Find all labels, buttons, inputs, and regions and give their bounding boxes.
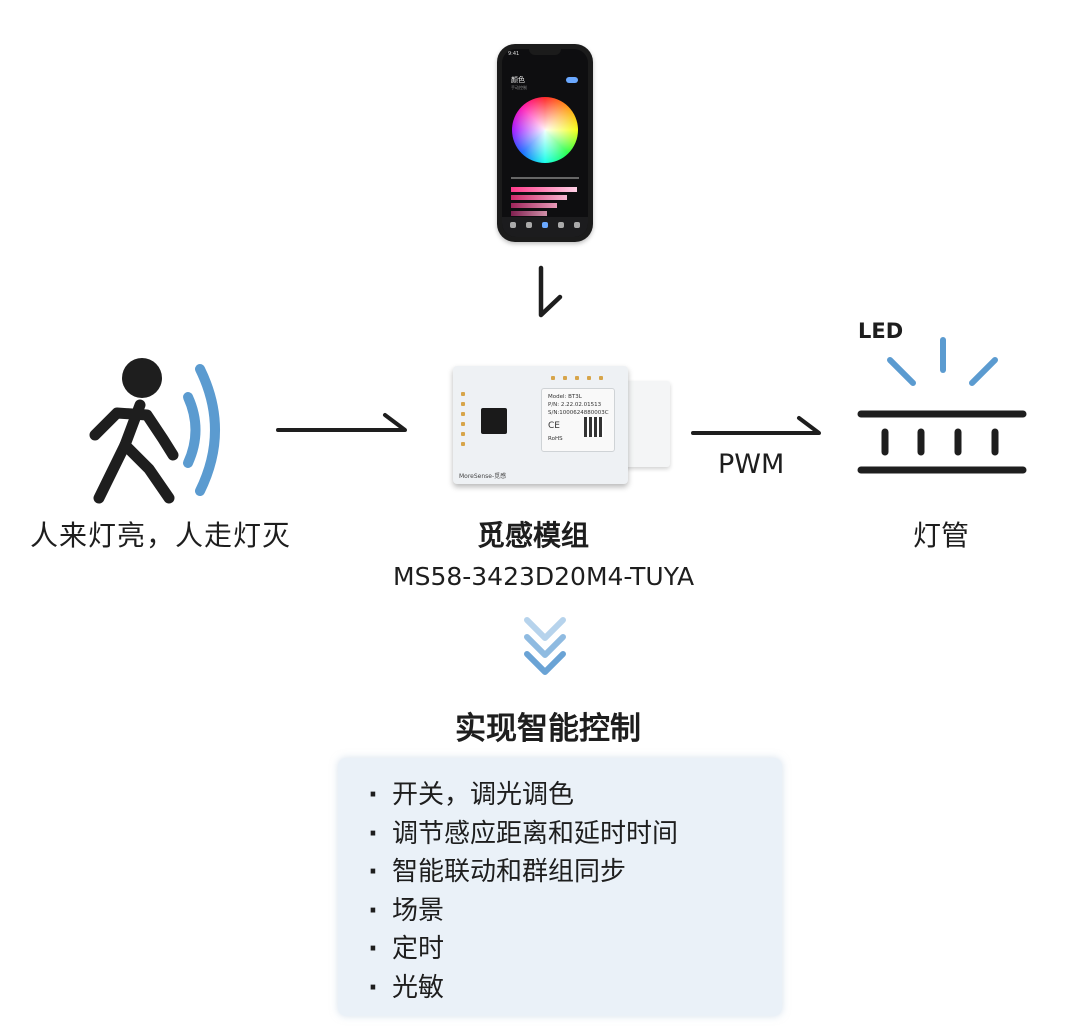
- phone-toggle: [566, 77, 578, 83]
- chevron-down-icon: [524, 617, 566, 675]
- walking-person-icon: [89, 358, 220, 504]
- module-model: MS58-3423D20M4-TUYA: [393, 562, 695, 591]
- lamp-tube-icon: [857, 337, 1027, 474]
- phone-screen-title: 颜色: [511, 76, 525, 84]
- swatch-row: [511, 195, 567, 200]
- module-shield: Model: BT3L P/N: 2.22.02.01513 S/N:10006…: [541, 388, 615, 452]
- tab-icon: [574, 222, 580, 228]
- pin: [461, 402, 465, 406]
- feature-item: 场景: [368, 892, 782, 931]
- pin: [587, 376, 591, 380]
- lamp-caption: 灯管: [913, 519, 970, 552]
- pin: [599, 376, 603, 380]
- pin: [461, 442, 465, 446]
- pwm-label: PWM: [718, 449, 785, 480]
- person-caption: 人来灯亮，人走灯灭: [30, 519, 292, 552]
- module-board: Model: BT3L P/N: 2.22.02.01513 S/N:10006…: [453, 366, 628, 484]
- phone-screen: 9:41 颜色 手动控制: [502, 49, 588, 237]
- module-title: 觅感模组: [477, 519, 590, 552]
- features-title: 实现智能控制: [455, 711, 641, 747]
- pin: [461, 422, 465, 426]
- smartphone-app: 9:41 颜色 手动控制: [497, 44, 593, 242]
- swatch-row: [511, 203, 557, 208]
- color-wheel: [512, 97, 578, 163]
- phone-tab-bar: [502, 217, 588, 237]
- feature-item: 调节感应距离和延时时间: [368, 815, 782, 854]
- module-chip: [481, 408, 507, 434]
- swatch-row: [511, 187, 577, 192]
- feature-item: 智能联动和群组同步: [368, 853, 782, 892]
- swatch-row: [511, 211, 547, 216]
- board-sn-text: S/N:1000624880003C: [548, 410, 609, 416]
- features-list: 开关，调光调色 调节感应距离和延时时间 智能联动和群组同步 场景 定时 光敏: [338, 758, 782, 1007]
- tab-icon: [558, 222, 564, 228]
- feature-item: 光敏: [368, 969, 782, 1008]
- board-model-text: Model: BT3L: [548, 394, 582, 400]
- board-brand-text: MoreSense-觅感: [459, 473, 507, 480]
- phone-status-time: 9:41: [508, 51, 520, 57]
- board-rohs-mark: RoHS: [548, 436, 563, 442]
- pin: [551, 376, 555, 380]
- pin: [461, 392, 465, 396]
- arrow-down-icon: [538, 265, 563, 318]
- brightness-slider: [511, 177, 579, 179]
- phone-notch: [529, 49, 561, 55]
- tab-icon: [526, 222, 532, 228]
- phone-screen-subtitle: 手动控制: [511, 85, 527, 90]
- board-pn-text: P/N: 2.22.02.01513: [548, 402, 602, 408]
- pin: [575, 376, 579, 380]
- tab-icon: [510, 222, 516, 228]
- qr-code-icon: [584, 417, 604, 437]
- feature-item: 定时: [368, 930, 782, 969]
- pin: [461, 432, 465, 436]
- arrow-right-icon: [691, 416, 821, 435]
- features-panel: 开关，调光调色 调节感应距离和延时时间 智能联动和群组同步 场景 定时 光敏: [338, 758, 782, 1016]
- led-label: LED: [858, 319, 904, 343]
- arrow-right-icon: [276, 413, 407, 432]
- pin: [563, 376, 567, 380]
- pin: [461, 412, 465, 416]
- tab-icon: [542, 222, 548, 228]
- feature-item: 开关，调光调色: [368, 776, 782, 815]
- board-ce-mark: CE: [548, 421, 560, 431]
